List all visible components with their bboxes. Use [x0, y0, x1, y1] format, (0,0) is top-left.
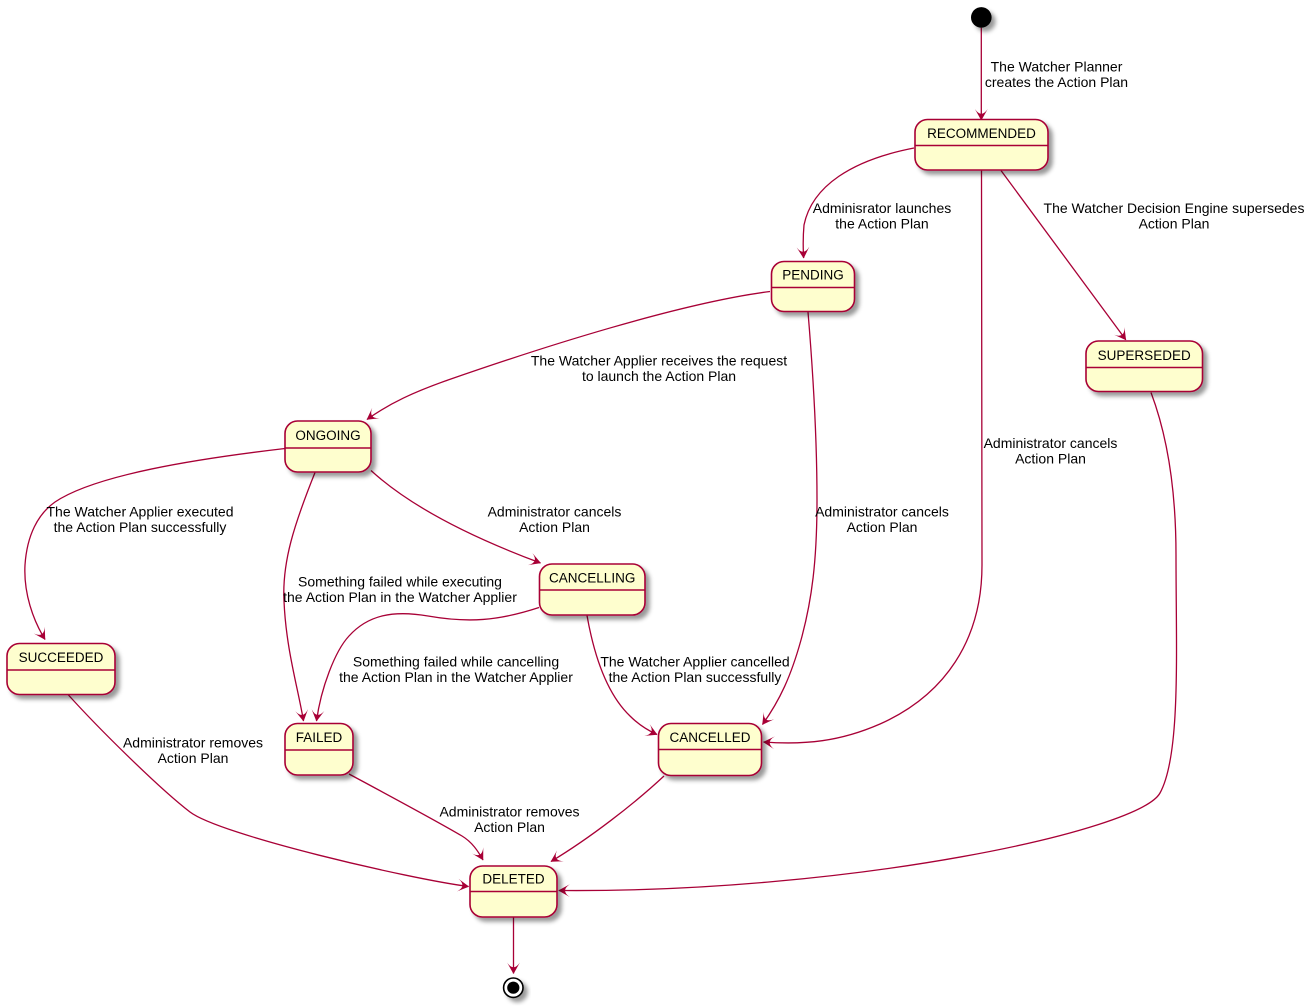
svg-text:The Watcher Applier cancelled: The Watcher Applier cancelled: [600, 654, 789, 670]
svg-text:Adminisrator launches: Adminisrator launches: [813, 200, 952, 216]
svg-text:The Watcher Applier receives t: The Watcher Applier receives the request: [531, 353, 787, 369]
svg-text:the Action Plan in the Watcher: the Action Plan in the Watcher Applier: [339, 669, 573, 685]
svg-text:the Action Plan: the Action Plan: [835, 216, 928, 232]
svg-text:CANCELLING: CANCELLING: [549, 570, 635, 585]
svg-text:Administrator cancels: Administrator cancels: [815, 504, 949, 520]
svg-text:the Action Plan in the Watcher: the Action Plan in the Watcher Applier: [283, 589, 517, 605]
svg-text:PENDING: PENDING: [782, 268, 844, 283]
svg-text:Action Plan: Action Plan: [847, 519, 918, 535]
svg-text:creates the Action Plan: creates the Action Plan: [985, 74, 1128, 90]
svg-text:Something failed while cancell: Something failed while cancelling: [353, 654, 559, 670]
svg-text:the Action Plan successfully: the Action Plan successfully: [54, 519, 227, 535]
svg-text:Something failed while executi: Something failed while executing: [298, 574, 502, 590]
svg-text:Action Plan: Action Plan: [474, 819, 545, 835]
svg-text:FAILED: FAILED: [296, 730, 343, 745]
svg-text:Action Plan: Action Plan: [1015, 451, 1086, 467]
svg-text:The Watcher Decision Engine su: The Watcher Decision Engine supersedes: [1044, 200, 1305, 216]
svg-text:Administrator removes: Administrator removes: [123, 735, 263, 751]
svg-text:Administrator cancels: Administrator cancels: [488, 504, 622, 520]
svg-text:ONGOING: ONGOING: [295, 428, 360, 443]
svg-text:Action Plan: Action Plan: [158, 750, 229, 766]
svg-text:SUPERSEDED: SUPERSEDED: [1098, 348, 1191, 363]
svg-text:The Watcher Planner: The Watcher Planner: [991, 59, 1123, 75]
svg-text:RECOMMENDED: RECOMMENDED: [927, 126, 1036, 141]
svg-text:Administrator cancels: Administrator cancels: [984, 435, 1118, 451]
svg-text:Action Plan: Action Plan: [519, 519, 590, 535]
svg-text:Action Plan: Action Plan: [1139, 216, 1210, 232]
svg-text:DELETED: DELETED: [482, 872, 545, 887]
svg-text:SUCCEEDED: SUCCEEDED: [19, 650, 104, 665]
svg-text:Administrator removes: Administrator removes: [439, 804, 579, 820]
svg-text:to launch the Action Plan: to launch the Action Plan: [582, 368, 736, 384]
svg-text:the Action Plan successfully: the Action Plan successfully: [609, 669, 782, 685]
svg-text:CANCELLED: CANCELLED: [669, 730, 750, 745]
svg-text:The Watcher Applier executed: The Watcher Applier executed: [46, 504, 233, 520]
